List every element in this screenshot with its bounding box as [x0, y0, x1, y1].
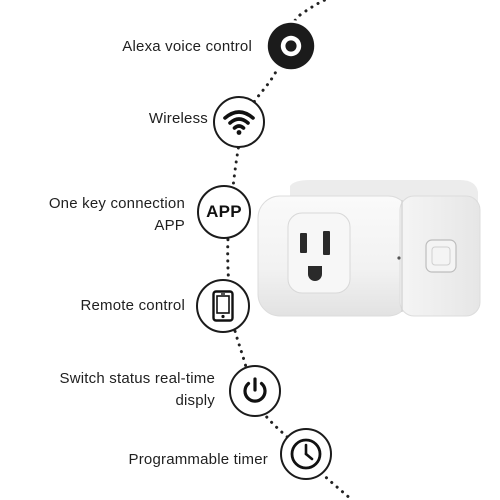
app-icon: APP: [197, 185, 251, 239]
feature-label-text: APP: [154, 217, 185, 234]
feature-label-text: Wireless: [148, 110, 208, 127]
feature-label-text: Remote control: [80, 297, 185, 314]
smartphone-icon: [196, 279, 250, 333]
app-icon-text: APP: [206, 202, 242, 221]
feature-label-wireless: Wireless: [149, 108, 208, 130]
feature-label-text: One key connection: [48, 195, 185, 212]
feature-label-app: One key connection APP: [49, 193, 185, 237]
feature-label-alexa: Alexa voice control: [122, 36, 252, 58]
feature-label-text: Switch status real-time: [59, 370, 215, 387]
clock-icon: [280, 428, 332, 480]
feature-label-switch-status: Switch status real-time disply: [60, 368, 215, 412]
power-icon: [229, 365, 281, 417]
feature-label-text: disply: [175, 392, 215, 409]
feature-label-timer: Programmable timer: [129, 449, 268, 471]
alexa-ring-icon: [265, 20, 317, 72]
smart-plug-image: [257, 180, 481, 317]
feature-label-text: Alexa voice control: [122, 38, 252, 55]
wifi-icon: [213, 96, 265, 148]
feature-label-remote: Remote control: [80, 295, 185, 317]
feature-label-text: Programmable timer: [128, 451, 268, 468]
